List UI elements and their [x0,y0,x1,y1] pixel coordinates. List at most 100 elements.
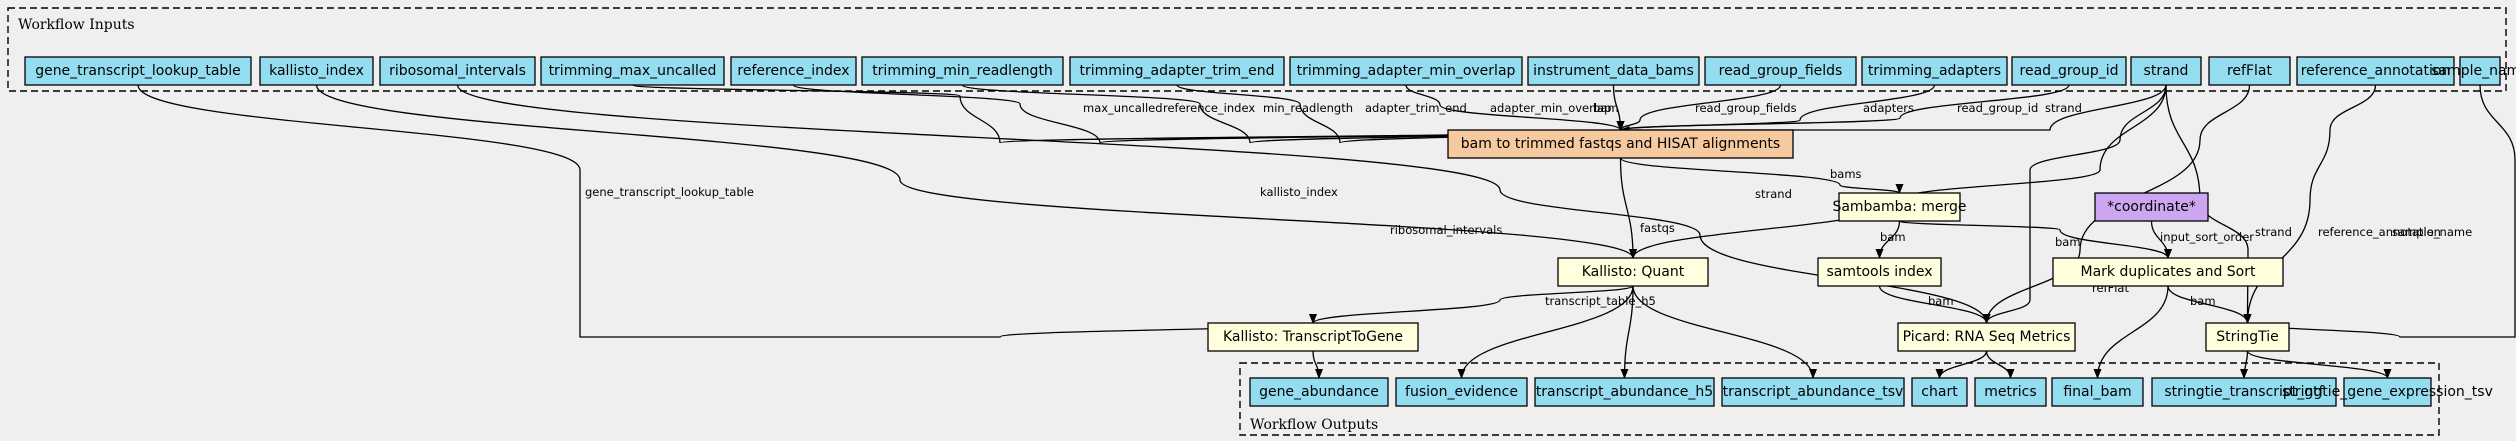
edge-label: bam [1880,230,1906,244]
node-label: gene_abundance [1259,384,1379,400]
node-label: Picard: RNA Seq Metrics [1903,329,2071,345]
edge-label: input_sort_order [2160,230,2254,244]
node-tad[interactable]: trimming_adapters [1861,56,2008,86]
node-refflat[interactable]: refFlat [2208,56,2291,86]
edge-label: fastqs [1640,221,1675,235]
node-o_stg[interactable]: stringtie_transcript_gtf [2151,377,2337,407]
node-label: Kallisto: TranscriptToGene [1223,329,1403,345]
edge-line [315,84,1637,259]
node-box [1249,377,1389,407]
edge-line [1309,285,1634,324]
node-box [2051,377,2144,407]
edge-line [2243,84,2377,324]
node-label: read_group_fields [1719,63,1843,79]
node-label: trimming_max_uncalled [549,63,717,79]
edge-kquant-to-o_tah5 [1620,285,1634,379]
edge-label: transcript_table_h5 [1545,294,1656,308]
node-rgid[interactable]: read_group_id [2011,56,2127,86]
edge-kquant-to-o_fe [1457,285,1634,379]
edge-rgf-to-bam2fq: read_group_fields [1616,84,1797,131]
node-sname[interactable]: sample_name [2431,56,2516,86]
edge-label: strand [2045,101,2082,115]
node-box [1911,377,1968,407]
edge-kquant-to-kt2g: transcript_table_h5 [1309,285,1656,324]
node-kidx[interactable]: kallisto_index [259,56,374,86]
node-kquant[interactable]: Kallisto: Quant [1557,257,1709,287]
node-box [730,56,857,86]
node-label: stringtie_gene_expression_tsv [2282,384,2493,400]
node-ridx[interactable]: reference_index [730,56,857,86]
node-rgf[interactable]: read_group_fields [1704,56,1857,86]
edge-label: bam [1928,294,1954,308]
node-tmr[interactable]: trimming_min_readlength [861,56,1064,86]
edge-label: bam [2190,294,2216,308]
node-label: *coordinate* [2107,199,2196,215]
node-coord[interactable]: *coordinate* [2094,192,2209,222]
edge-label: read_group_id [1957,101,2038,115]
edge-line [137,84,1317,338]
edge-line [1898,220,2172,259]
node-box [1289,56,1523,86]
edge-sname-to-stringtie: sample_name [2243,84,2516,338]
node-o_chart[interactable]: chart [1911,377,1968,407]
node-box [1897,322,2076,352]
workflow-inputs-cluster: Workflow Inputs [7,7,2507,92]
node-box [1838,192,1961,222]
node-o_sget[interactable]: stringtie_gene_expression_tsv [2282,377,2493,407]
node-label: trimming_adapters [1868,63,2001,79]
node-strand[interactable]: strand [2130,56,2202,86]
node-refann[interactable]: reference_annotation [2296,56,2455,86]
node-tmu[interactable]: trimming_max_uncalled [540,56,725,86]
node-picard[interactable]: Picard: RNA Seq Metrics [1897,322,2076,352]
node-tamo[interactable]: trimming_adapter_min_overlap [1289,56,1523,86]
edge-picard-to-o_chart [1935,350,1988,379]
edge-rgid-to-bam2fq: read_group_id [1616,84,2070,131]
node-o_tat[interactable]: transcript_abundance_tsv [1721,377,1905,407]
edge-line [1985,350,2015,379]
edge-label: reference_index [1163,101,1255,115]
node-kt2g[interactable]: Kallisto: TranscriptToGene [1207,322,1419,352]
node-label: Sambamba: merge [1832,199,1966,215]
edge-line [1632,285,1817,379]
edge-line [1619,157,1904,194]
node-samb[interactable]: Sambamba: merge [1832,192,1967,222]
node-bam2fq[interactable]: bam to trimmed fastqs and HISAT alignmen… [1447,129,1794,159]
edge-label: kallisto_index [1260,185,1338,199]
node-label: reference_annotation [2301,63,2451,79]
edge-bam2fq-to-kquant: fastqs [1619,157,1675,259]
node-markdup[interactable]: Mark duplicates and Sort [2052,257,2284,287]
node-rint[interactable]: ribosomal_intervals [379,56,536,86]
node-box [1721,377,1905,407]
node-box [24,56,252,86]
edge-strand-to-kquant: strand [1629,84,2167,259]
node-label: fusion_evidence [1405,384,1518,400]
node-label: Mark duplicates and Sort [2080,264,2256,280]
edge-label: adapter_min_overlap [1490,101,1611,115]
edge-markdup-to-o_fbam [2093,285,2169,379]
node-o_fbam[interactable]: final_bam [2051,377,2144,407]
node-label: trimming_adapter_trim_end [1080,63,1275,79]
node-o_tah5[interactable]: transcript_abundance_h5 [1534,377,1715,407]
node-box [1527,56,1700,86]
node-stringtie[interactable]: StringTie [2205,322,2290,352]
edge-stringtie-to-o_sget [2246,350,2392,379]
edge-label: bam [2055,235,2081,249]
node-o_fe[interactable]: fusion_evidence [1395,377,1528,407]
edge-label: strand [2255,225,2292,239]
node-label: bam to trimmed fastqs and HISAT alignmen… [1461,136,1780,152]
node-box [1974,377,2047,407]
node-label: samtools index [1826,264,1932,280]
node-gtlt[interactable]: gene_transcript_lookup_table [24,56,252,86]
edge-bam2fq-to-samb: bams [1619,157,1904,194]
node-box [2130,56,2202,86]
node-o_ga[interactable]: gene_abundance [1249,377,1389,407]
edge-label: read_group_fields [1695,101,1797,115]
node-o_metrics[interactable]: metrics [1974,377,2047,407]
edge-line [2167,285,2252,324]
edge-line [456,84,1991,324]
node-box [1207,322,1419,352]
node-tate[interactable]: trimming_adapter_trim_end [1069,56,1285,86]
node-samidx[interactable]: samtools index [1817,257,1942,287]
node-box [379,56,536,86]
node-idb[interactable]: instrument_data_bams [1527,56,1700,86]
